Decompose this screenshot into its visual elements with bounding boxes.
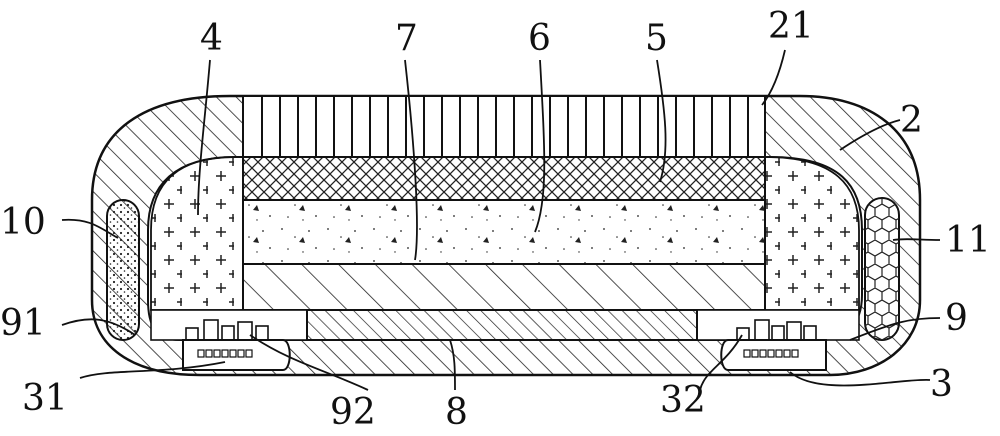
right-components [736,319,817,341]
left-capsule-10 [106,199,140,341]
label-91: 91 [0,303,46,344]
label-11: 11 [945,220,991,261]
labels: 4 7 6 5 21 2 10 11 91 9 31 92 8 32 3 [0,6,991,433]
label-3: 3 [930,364,953,405]
label-21: 21 [768,6,814,47]
label-8: 8 [445,392,468,433]
left-components-92 [185,319,269,341]
label-7: 7 [395,18,418,59]
right-module-pins [743,349,799,358]
vent-layer-21 [242,95,766,158]
left-filler-4 [150,156,244,311]
label-5: 5 [645,18,668,59]
label-32: 32 [660,380,706,421]
leader-lines [61,49,941,391]
label-92: 92 [330,392,376,433]
layer-7 [242,263,766,311]
bottom-pad-8 [306,309,698,341]
label-4: 4 [200,18,223,59]
vent-slats [261,96,749,157]
label-31: 31 [22,378,68,419]
label-9: 9 [945,298,968,339]
layer-5 [242,156,766,201]
label-6: 6 [528,18,551,59]
label-10: 10 [0,202,46,243]
left-module-pins [197,349,253,358]
layer-6 [242,199,766,265]
right-filler [764,156,860,311]
label-2: 2 [900,100,923,141]
